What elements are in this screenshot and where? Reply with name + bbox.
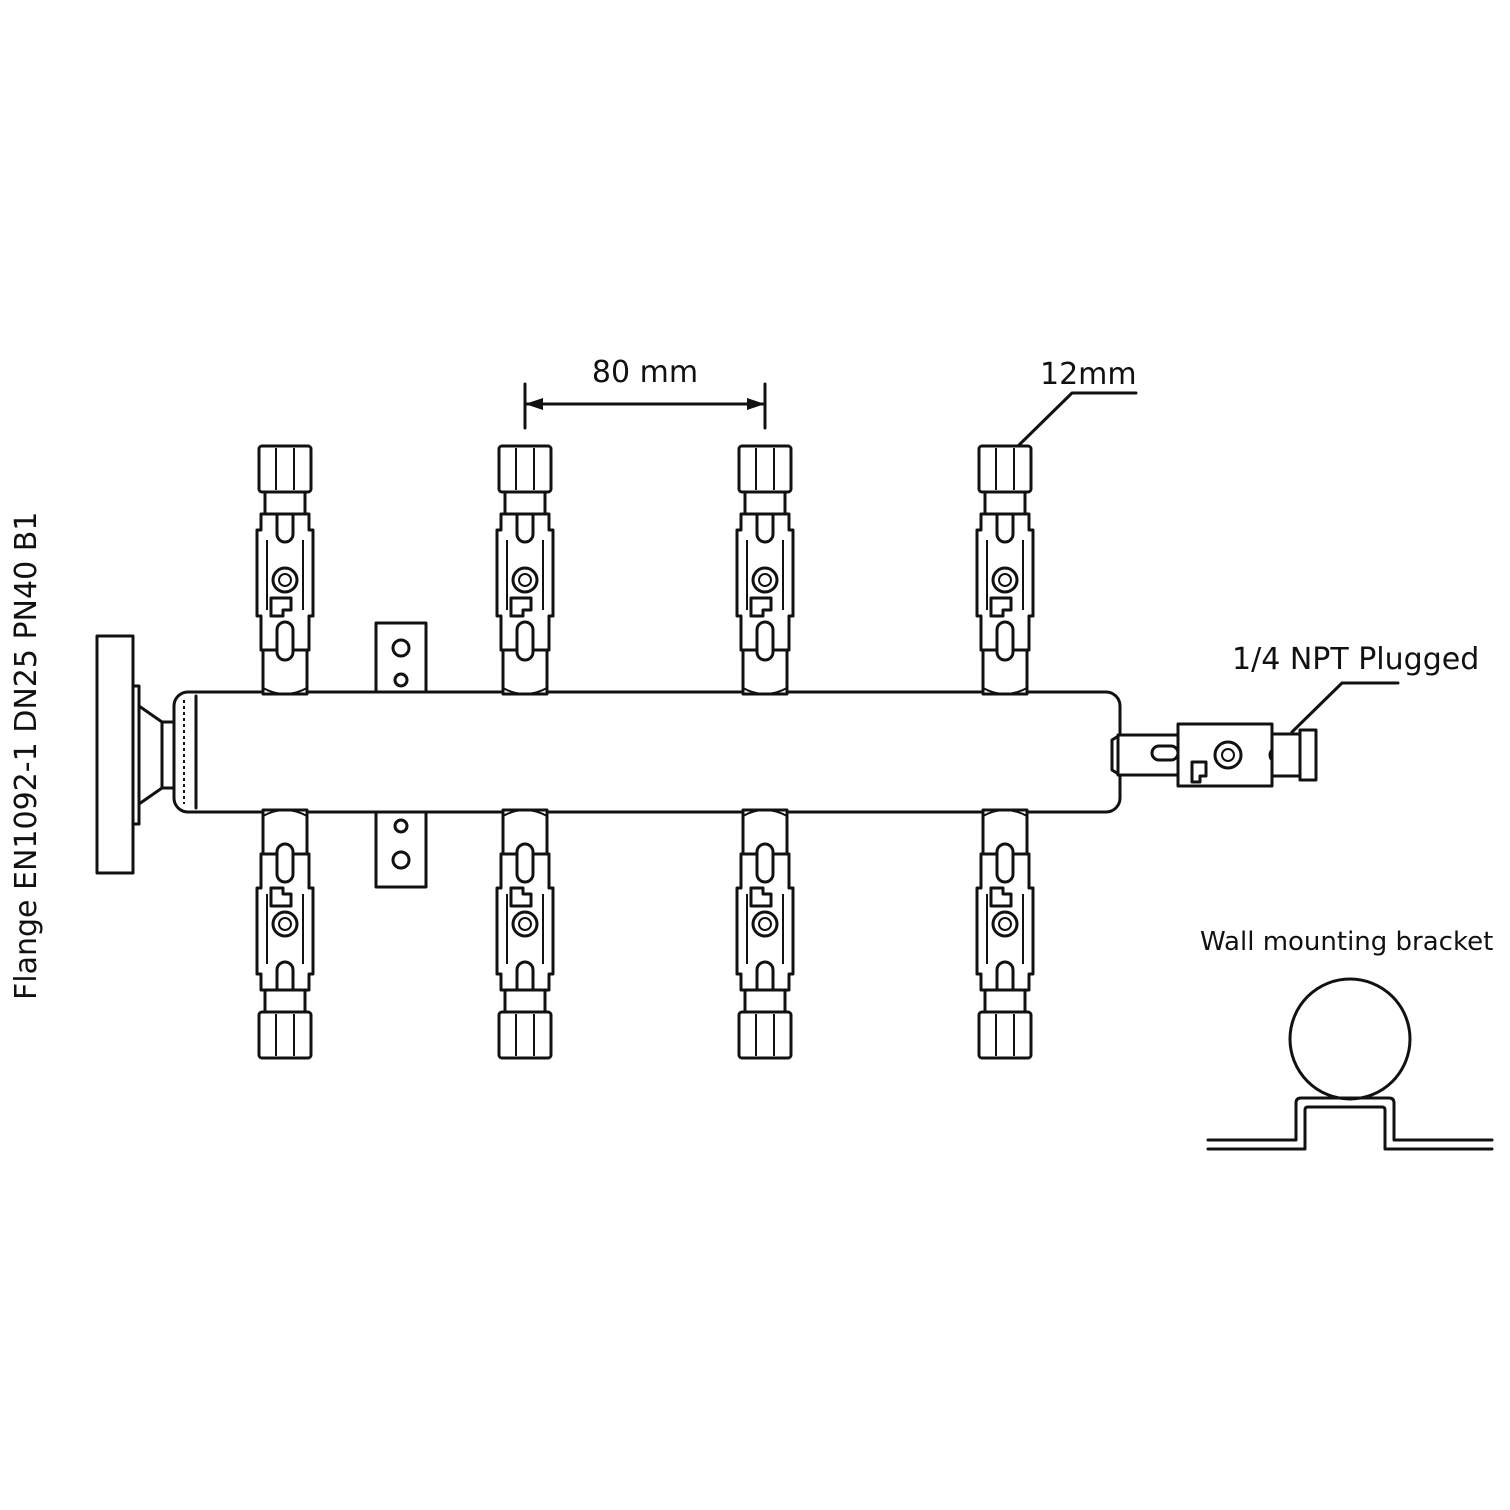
flange — [95, 634, 178, 875]
end-plug-label: 1/4 NPT Plugged — [1232, 642, 1479, 677]
tube-od-callout: 12mm — [1016, 357, 1138, 448]
outlet-valve-top-2 — [495, 444, 555, 696]
outlet-valve-bottom-2 — [495, 808, 555, 1060]
wall-bracket-tab-bottom — [374, 810, 428, 889]
bracket-detail: Wall mounting bracket — [1200, 927, 1494, 1151]
bracket-label: Wall mounting bracket — [1200, 927, 1493, 957]
outlet-valves-top — [255, 444, 1035, 696]
spacing-dimension: 80 mm — [523, 355, 767, 430]
spacing-label: 80 mm — [592, 355, 698, 390]
outlet-valve-top-1 — [255, 444, 315, 696]
end-plug-valve — [1110, 722, 1318, 788]
outlet-valve-bottom-4 — [975, 808, 1035, 1060]
manifold-body — [172, 690, 1122, 814]
tube-od-label: 12mm — [1040, 357, 1137, 392]
flange-label: Flange EN1092-1 DN25 PN40 B1 — [9, 512, 44, 1000]
wall-bracket-tab-top — [374, 621, 428, 694]
end-plug-callout: 1/4 NPT Plugged — [1232, 642, 1479, 734]
outlet-valve-bottom-1 — [255, 808, 315, 1060]
outlet-valve-top-4 — [975, 444, 1035, 696]
outlet-valve-top-3 — [735, 444, 795, 696]
outlet-valve-bottom-3 — [735, 808, 795, 1060]
outlet-valves-bottom — [255, 808, 1035, 1060]
